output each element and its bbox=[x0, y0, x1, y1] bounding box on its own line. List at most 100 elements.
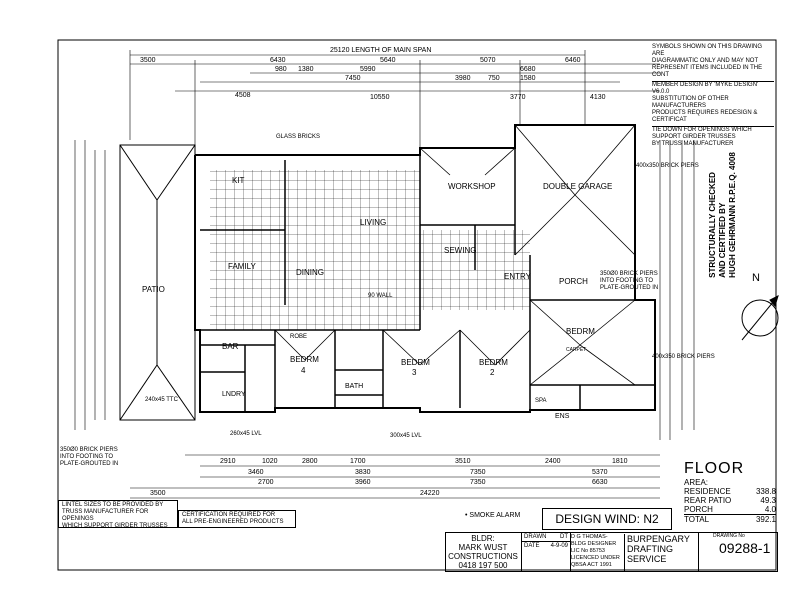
tiled-floor bbox=[210, 170, 420, 330]
note-line: ALL PRE-ENGINEERED PRODUCTS bbox=[182, 519, 284, 525]
dim-bottom-row3-4: 6630 bbox=[592, 479, 608, 486]
drawn-label: DRAWN bbox=[524, 534, 547, 540]
notes-top-right: SYMBOLS SHOWN ON THIS DRAWING ARE DIAGRA… bbox=[652, 44, 774, 148]
dim-third-2: 3980 bbox=[455, 75, 471, 82]
right-dimension-lines bbox=[659, 140, 695, 440]
room-bedrm-2-num: 2 bbox=[490, 368, 495, 377]
room-bedrm-1-carpet: CARPET bbox=[566, 347, 587, 353]
room-robe: ROBE bbox=[290, 334, 308, 340]
builder-block: BLDR: MARK WUST CONSTRUCTIONS 0418 197 5… bbox=[448, 534, 518, 570]
dim-overall: 24220 bbox=[420, 490, 440, 497]
garage-roof-lines bbox=[274, 124, 636, 386]
north-label: N bbox=[752, 272, 760, 284]
dim-fourth-1: 4508 bbox=[235, 92, 251, 99]
notes-lintel: LINTEL SIZES TO BE PROVIDED BY TRUSS MAN… bbox=[58, 500, 178, 529]
lvl-mid-label: 300x45 LVL bbox=[390, 433, 422, 439]
firm-line: SERVICE bbox=[627, 554, 667, 564]
designer-line: D G THOMAS- bbox=[571, 534, 608, 540]
dim-third-3: 750 bbox=[488, 75, 500, 82]
area-value: 338.8 bbox=[755, 487, 776, 496]
area-value: 49.3 bbox=[760, 496, 776, 505]
dim-bottom-row2-3: 7350 bbox=[470, 469, 486, 476]
dim-top-2: 6430 bbox=[270, 57, 286, 64]
designer-line: LIC No 85753 bbox=[571, 548, 605, 554]
interior-walls bbox=[200, 125, 655, 412]
note-line: REPRESENT ITEMS INCLUDED IN THE CONT bbox=[652, 65, 763, 78]
area-label: RESIDENCE bbox=[684, 487, 731, 496]
drawing-no-label: DRAWING No bbox=[713, 533, 745, 539]
dim-bottom-2: 1020 bbox=[262, 458, 278, 465]
left-dimension-lines bbox=[74, 140, 106, 430]
builder-name: MARK WUST bbox=[458, 543, 508, 552]
room-bedrm-3: BEDRM bbox=[401, 358, 430, 367]
patio-roof bbox=[119, 144, 196, 421]
notes-certification: CERTIFICATION REQUIRED FOR ALL PRE-ENGIN… bbox=[178, 510, 296, 528]
drawn-value: DT bbox=[560, 534, 568, 540]
dim-second-2: 1380 bbox=[298, 66, 314, 73]
dim-fourth-3: 3770 bbox=[510, 94, 526, 101]
sheet-border bbox=[57, 39, 777, 571]
dim-third-4: 1580 bbox=[520, 75, 536, 82]
dim-second-4: 6680 bbox=[520, 66, 536, 73]
firm-line: DRAFTING bbox=[627, 544, 673, 554]
dim-second-1: 980 bbox=[275, 66, 287, 73]
note-line: TRUSS MANUFACTURER FOR OPENINGS bbox=[62, 509, 149, 522]
firm-line: BURPENGARY bbox=[627, 534, 690, 544]
main-span-label: 25120 LENGTH OF MAIN SPAN bbox=[330, 47, 432, 54]
dim-bottom-1: 2910 bbox=[220, 458, 236, 465]
area-value: 4.0 bbox=[764, 505, 776, 514]
note-line: CERTIFICATION REQUIRED FOR bbox=[182, 512, 276, 518]
floor-area-row: TOTAL 392.1 bbox=[684, 514, 776, 524]
dim-top-4: 5070 bbox=[480, 57, 496, 64]
dim-third-1: 7450 bbox=[345, 75, 361, 82]
dim-bottom-3: 2800 bbox=[302, 458, 318, 465]
dim-fourth-4: 4130 bbox=[590, 94, 606, 101]
title-block: BLDR: MARK WUST CONSTRUCTIONS 0418 197 5… bbox=[445, 532, 778, 572]
room-dining: DINING bbox=[296, 268, 324, 277]
note-line: SUBSTITUTION OF OTHER MANUFACTURERS bbox=[652, 96, 729, 109]
room-bedrm-1: BEDRM bbox=[566, 327, 595, 336]
dim-top-1: 3500 bbox=[140, 57, 156, 64]
builder-phone: 0418 197 500 bbox=[458, 561, 508, 570]
floor-area-row: RESIDENCE 338.8 bbox=[684, 487, 776, 496]
note-line: SYMBOLS SHOWN ON THIS DRAWING ARE bbox=[652, 44, 763, 57]
glass-bricks-label: GLASS BRICKS bbox=[276, 134, 321, 140]
room-family: FAMILY bbox=[228, 262, 256, 271]
note-line: BY TRUSS MANUFACTURER bbox=[652, 141, 734, 147]
note-line: WHICH SUPPORT GIRDER TRUSSES bbox=[62, 523, 168, 529]
room-sewing: SEWING bbox=[444, 246, 477, 255]
dim-bottom-5: 3510 bbox=[455, 458, 471, 465]
top-dimension-lines bbox=[129, 50, 660, 150]
drawing-number-block: DRAWING No 09288-1 bbox=[698, 533, 778, 571]
area-label: REAR PATIO bbox=[684, 496, 732, 505]
note-line: MEMBER DESIGN BY 'MYKE DESIGN' V6.0.0 bbox=[652, 81, 774, 96]
room-bar: BAR bbox=[222, 342, 239, 351]
area-label: PORCH bbox=[684, 505, 713, 514]
note-line: DIAGRAMMATIC ONLY AND MAY NOT bbox=[652, 58, 759, 64]
wall-90-label: 90 WALL bbox=[368, 293, 393, 299]
dim-top-5: 6460 bbox=[565, 57, 581, 64]
bottom-dimension-lines bbox=[130, 454, 660, 499]
room-double-garage: DOUBLE GARAGE bbox=[543, 182, 613, 191]
certification-stamp: STRUCTURALLY CHECKED AND CERTIFIED BY HU… bbox=[705, 140, 765, 290]
room-bath: BATH bbox=[345, 383, 364, 390]
dim-bottom-7: 1810 bbox=[612, 458, 628, 465]
drawn-date-block: DRAWN DT DATE 4-9-09 bbox=[521, 533, 571, 571]
cert-line-3: HUGH GEHRMANN R.P.E.Q. 4008 bbox=[727, 152, 737, 278]
floor-area-row: PORCH 4.0 bbox=[684, 505, 776, 514]
brick-piers-left-label: 350Ø0 BRICK PIERS INTO FOOTING TO PLATE-… bbox=[60, 447, 119, 467]
room-spa: SPA bbox=[535, 398, 547, 404]
dim-bottom-row3-1: 2700 bbox=[258, 479, 274, 486]
room-patio: PATIO bbox=[142, 285, 165, 294]
area-value: 392.1 bbox=[755, 515, 776, 524]
brick-piers-small-label: 400x350 BRICK PIERS bbox=[652, 354, 715, 360]
dim-second-3: 5990 bbox=[360, 66, 376, 73]
designer-block: D G THOMAS- BLDG DESIGNER LIC No 85753 L… bbox=[571, 534, 623, 569]
floor-area-subtitle: AREA: bbox=[684, 478, 709, 487]
note-line: LINTEL SIZES TO BE PROVIDED BY bbox=[62, 502, 164, 508]
room-living: LIVING bbox=[360, 218, 387, 227]
dim-overall-left: 3500 bbox=[150, 490, 166, 497]
dim-bottom-row2-1: 3460 bbox=[248, 469, 264, 476]
note-line: PRODUCTS REQUIRES REDESIGN & CERTIFICAT bbox=[652, 110, 758, 123]
designer-line: BLDG DESIGNER bbox=[571, 541, 617, 547]
